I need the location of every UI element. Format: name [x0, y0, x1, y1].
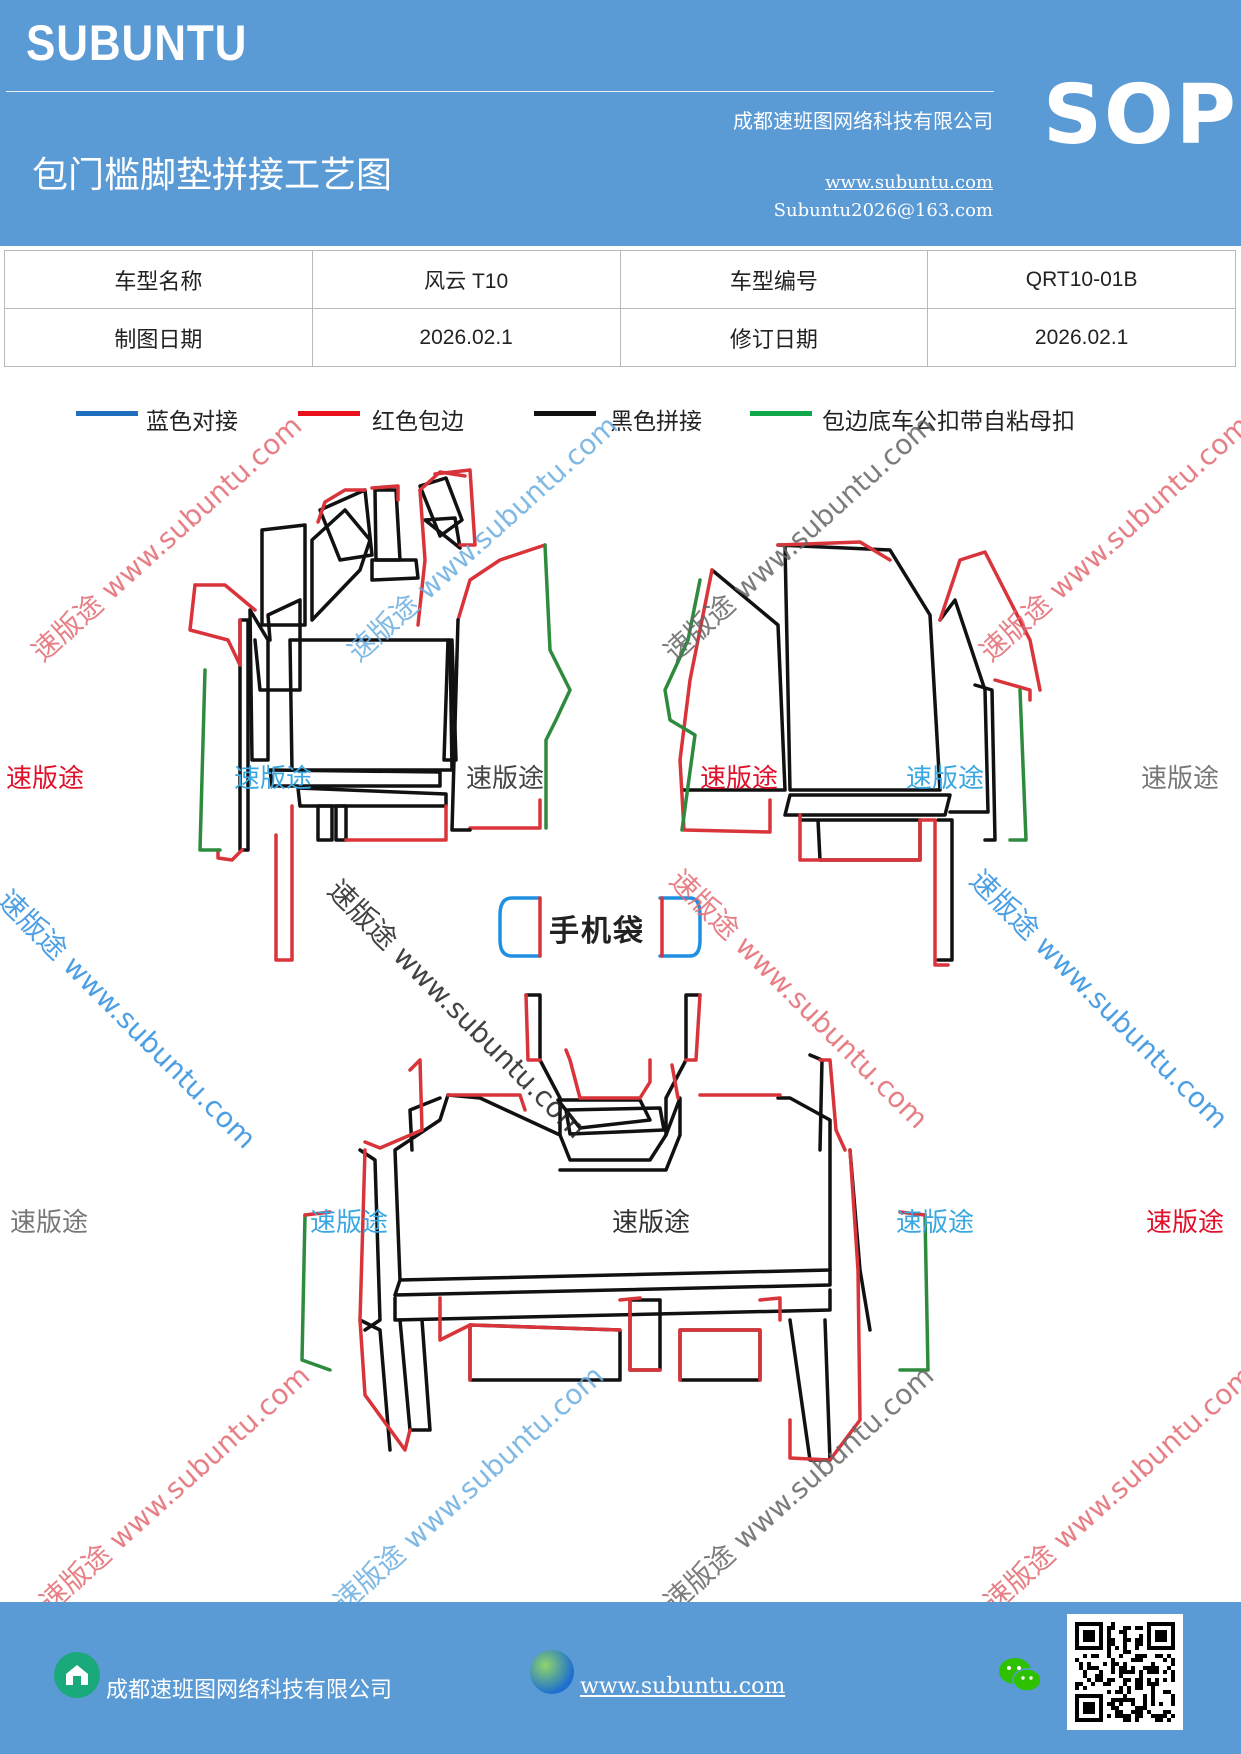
- table-cell-label: 修订日期: [619, 308, 929, 367]
- watermark-text: 速版途: [612, 1208, 691, 1238]
- info-table: 车型名称 风云 T10 车型编号 QRT10-01B 制图日期 2026.02.…: [4, 250, 1236, 367]
- wechat-icon-glyph: [999, 1658, 1042, 1692]
- watermark-text: 速版途: [234, 764, 313, 794]
- footer-company: 成都速班图网络科技有限公司: [106, 1678, 393, 1703]
- watermark-text: 速版途: [466, 764, 545, 794]
- mat-front-left: [188, 468, 572, 962]
- table-cell-value: 2026.02.1: [311, 308, 621, 367]
- footer-website-link[interactable]: www.subuntu.com: [580, 1674, 786, 1699]
- legend-swatch: [298, 411, 360, 416]
- table-row: 制图日期 2026.02.1 修订日期 2026.02.1: [4, 308, 1236, 367]
- footer: 成都速班图网络科技有限公司 www.subuntu.com: [0, 1602, 1241, 1754]
- watermark-text: 速版途: [1141, 764, 1220, 794]
- header: SUBUNTU 包门槛脚垫拼接工艺图 成都速班图网络科技有限公司 www.sub…: [0, 0, 1241, 246]
- home-icon-glyph: [66, 1665, 88, 1685]
- globe-icon: [530, 1650, 574, 1694]
- mat-rear: [300, 993, 930, 1462]
- watermark-text: 速版途: [896, 1208, 975, 1238]
- watermark-text: 速版途: [10, 1208, 89, 1238]
- qr-code-pattern: [1075, 1622, 1175, 1722]
- phone-pocket: [498, 896, 702, 958]
- header-email[interactable]: Subuntu2026@163.com: [773, 200, 993, 221]
- brand-logo: SUBUNTU: [26, 15, 248, 71]
- wechat-icon[interactable]: [996, 1654, 1044, 1696]
- phone-pocket-label: 手机袋: [549, 914, 645, 949]
- legend-swatch: [750, 411, 812, 416]
- page-title: 包门槛脚垫拼接工艺图: [32, 155, 393, 196]
- header-company: 成都速班图网络科技有限公司: [733, 109, 993, 133]
- watermark-text: 速版途: [310, 1208, 389, 1238]
- legend-label: 红色包边: [372, 409, 464, 435]
- header-website-link[interactable]: www.subuntu.com: [825, 172, 993, 193]
- table-row: 车型名称 风云 T10 车型编号 QRT10-01B: [4, 250, 1236, 309]
- legend-label: 黑色拼接: [610, 409, 702, 435]
- legend-label: 蓝色对接: [146, 409, 238, 435]
- watermark-text: 速版途: [1146, 1208, 1225, 1238]
- mat-front-right: [663, 540, 1042, 967]
- table-cell-label: 车型名称: [4, 250, 313, 309]
- table-cell-value: 2026.02.1: [927, 308, 1236, 367]
- watermark-text: 速版途: [700, 764, 779, 794]
- legend-label: 包边底车公扣带自粘母扣: [822, 409, 1075, 435]
- table-cell-value: 风云 T10: [311, 250, 621, 309]
- watermark-text: 速版途: [6, 764, 85, 794]
- header-divider: [6, 91, 994, 92]
- watermark-text: 速版途: [906, 764, 985, 794]
- table-cell-label: 车型编号: [619, 250, 929, 309]
- legend-swatch: [76, 411, 138, 416]
- sop-badge: SOP: [1043, 68, 1238, 163]
- home-icon: [54, 1652, 100, 1698]
- qr-code[interactable]: [1067, 1614, 1183, 1730]
- table-cell-value: QRT10-01B: [927, 250, 1236, 309]
- legend-swatch: [534, 411, 596, 416]
- table-cell-label: 制图日期: [4, 308, 313, 367]
